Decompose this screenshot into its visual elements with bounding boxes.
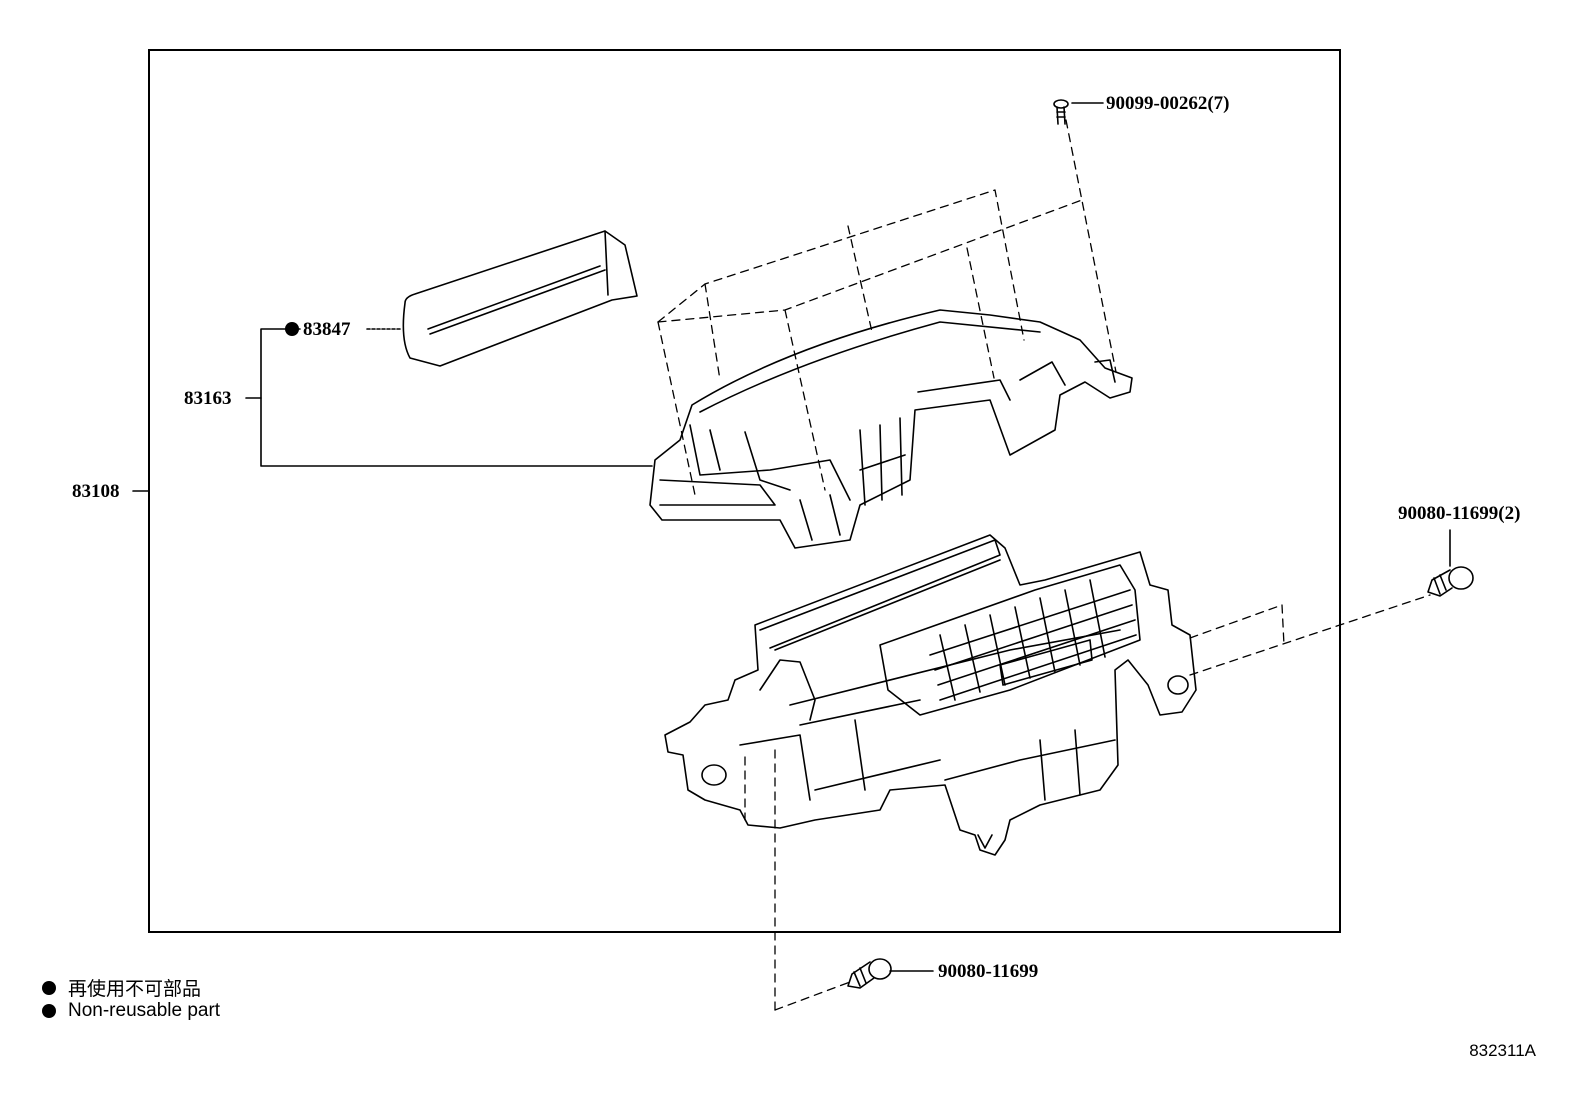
legend-text-jp: 再使用不可部品 bbox=[68, 979, 202, 1000]
assembly-dashed-lines bbox=[657, 119, 1431, 1011]
legend-item-en: Non-reusable part bbox=[42, 1000, 220, 1022]
screw-top-drawing bbox=[1053, 99, 1069, 125]
callout-bolt-bottom: 90080-11699 bbox=[938, 961, 1039, 982]
callout-bolt-right: 90080-11699(2) bbox=[1398, 503, 1521, 524]
legend-item-jp: 再使用不可部品 bbox=[42, 974, 201, 1001]
callout-screw-top: 90099-00262(7) bbox=[1106, 93, 1230, 114]
pad-83847-drawing bbox=[402, 230, 638, 367]
bullet-icon bbox=[42, 980, 56, 995]
callout-83163: 83163 bbox=[184, 388, 232, 409]
cover-83163-drawing bbox=[649, 309, 1133, 549]
diagram-frame bbox=[148, 49, 1341, 933]
figure-code: 832311A bbox=[1469, 1041, 1536, 1060]
bolt-right-drawing bbox=[1427, 566, 1474, 597]
callout-83108: 83108 bbox=[72, 481, 120, 502]
callout-83847: 83847 bbox=[303, 319, 351, 340]
bullet-icon bbox=[42, 1004, 56, 1018]
lower-case-drawing bbox=[664, 534, 1197, 856]
legend-text-en: Non-reusable part bbox=[68, 1000, 221, 1021]
bolt-bottom-drawing bbox=[847, 958, 892, 989]
leader-lines bbox=[132, 102, 1451, 972]
non-reusable-marker bbox=[285, 322, 299, 336]
